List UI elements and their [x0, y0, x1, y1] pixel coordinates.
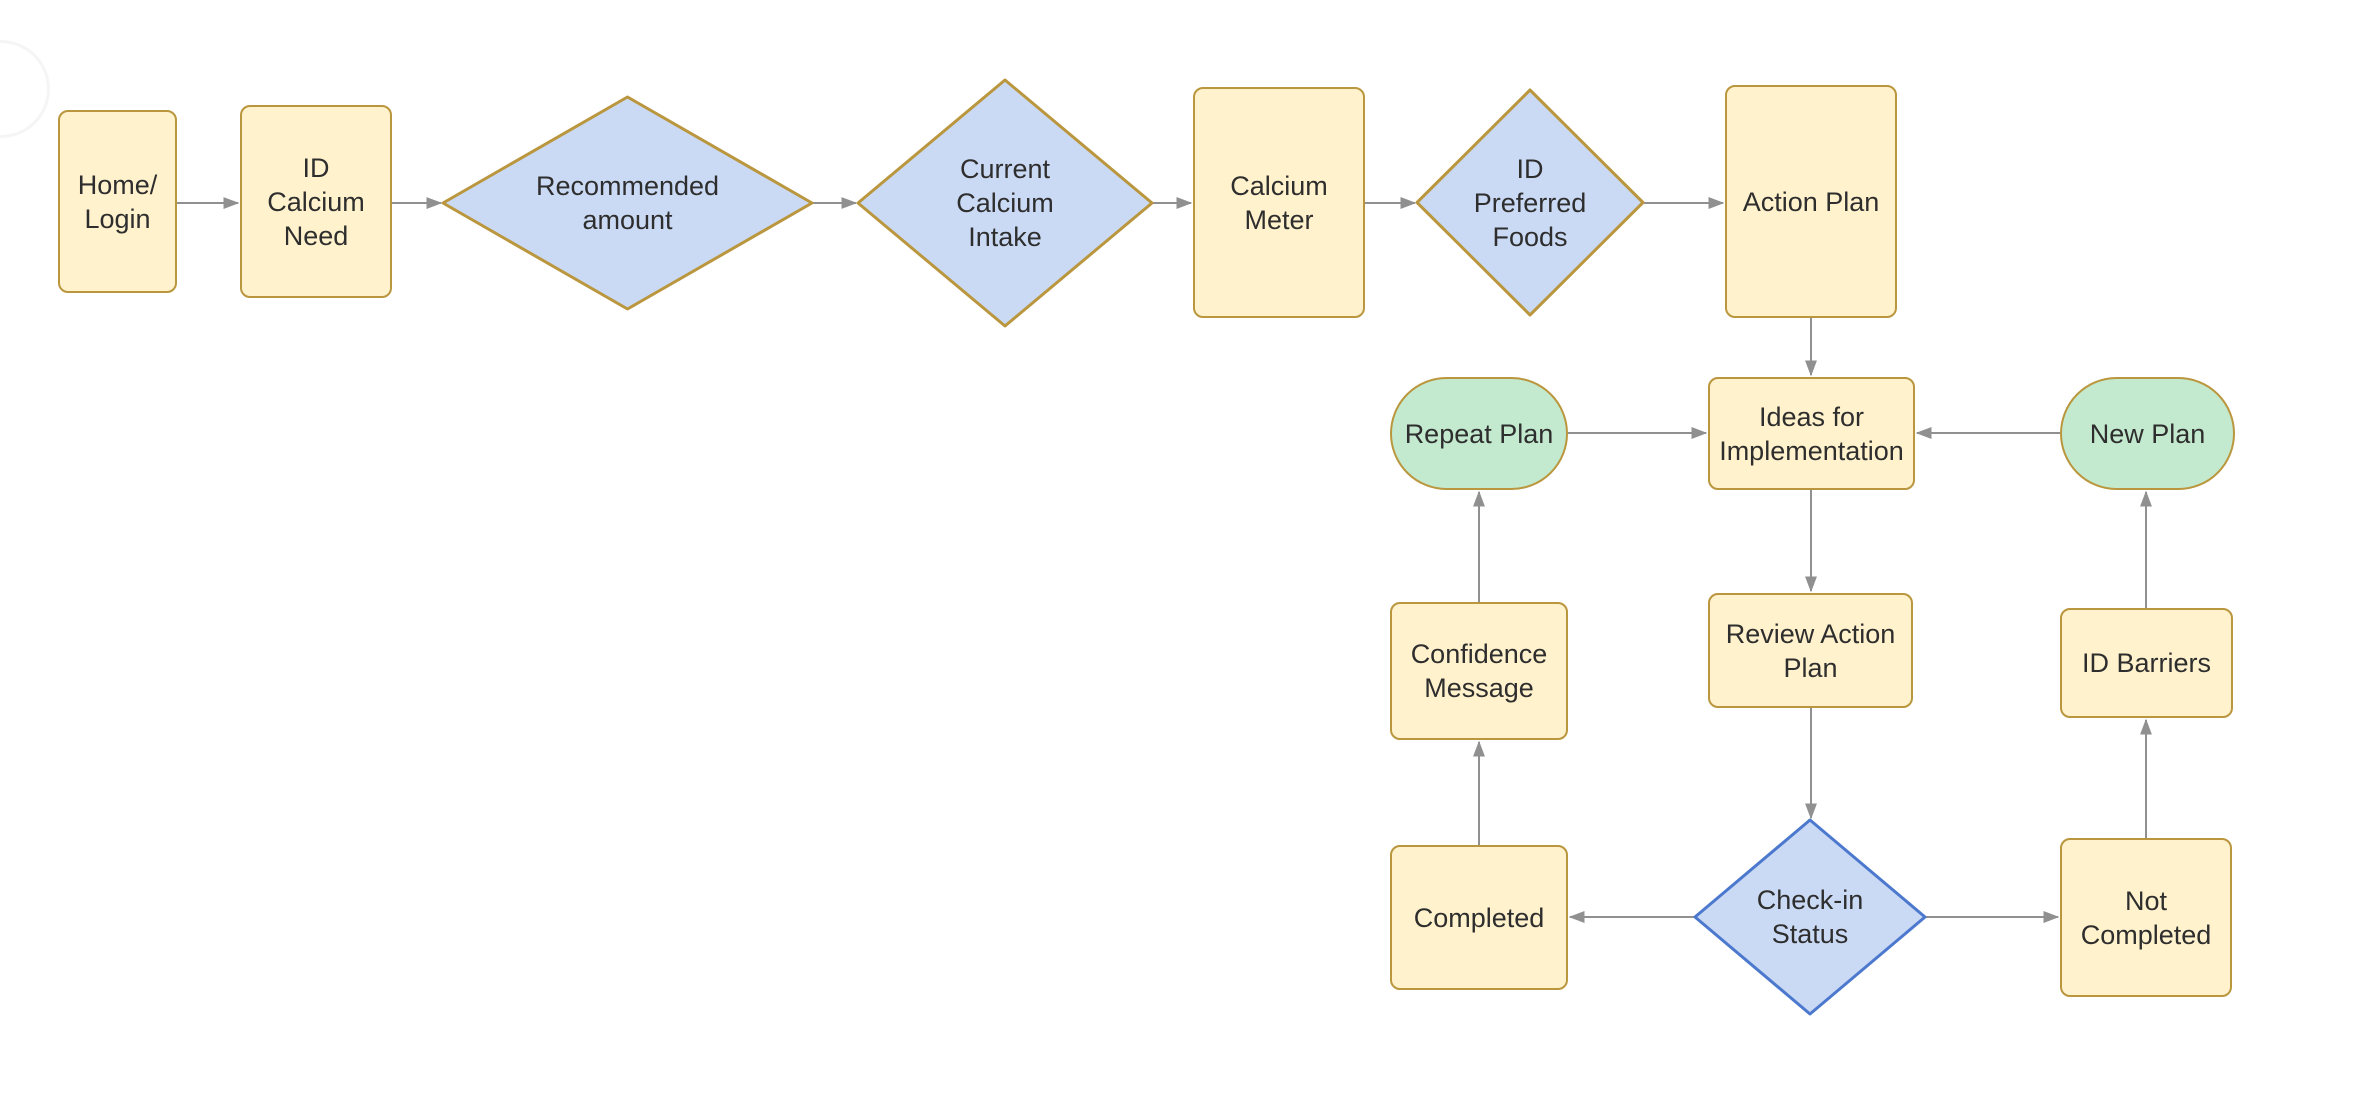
current-calcium-intake-label: Current Calcium Intake — [956, 154, 1054, 252]
repeat-plan[interactable]: Repeat Plan — [1390, 377, 1568, 490]
recommended-amount-shape — [441, 95, 814, 311]
calcium-meter[interactable]: Calcium Meter — [1193, 87, 1365, 318]
check-in-status-label: Check-in Status — [1756, 885, 1864, 949]
completed[interactable]: Completed — [1390, 845, 1568, 990]
home-login-label: Home/ Login — [77, 169, 158, 234]
new-plan[interactable]: New Plan — [2060, 377, 2235, 490]
home-login[interactable]: Home/ Login — [58, 110, 177, 293]
confidence-message[interactable]: Confidence Message — [1390, 602, 1568, 740]
ideas-for-implementation-label: Ideas for Implementation — [1719, 401, 1904, 466]
id-calcium-need[interactable]: ID Calcium Need — [240, 105, 392, 298]
current-calcium-intake-shape — [856, 78, 1154, 328]
not-completed[interactable]: Not Completed — [2060, 838, 2232, 997]
check-in-status[interactable] — [1691, 816, 1929, 1018]
id-barriers[interactable]: ID Barriers — [2060, 608, 2233, 718]
action-plan-label: Action Plan — [1742, 186, 1880, 217]
completed-label: Completed — [1413, 902, 1545, 933]
not-completed-label: Not Completed — [2080, 885, 2212, 950]
ideas-for-implementation[interactable]: Ideas for Implementation — [1708, 377, 1915, 490]
id-preferred-foods[interactable] — [1413, 86, 1647, 319]
id-barriers-label: ID Barriers — [2081, 648, 2211, 678]
id-preferred-foods-label: ID Preferred Foods — [1473, 153, 1587, 252]
id-preferred-foods-shape — [1415, 88, 1645, 317]
current-calcium-intake[interactable] — [854, 76, 1156, 330]
calcium-meter-label: Calcium Meter — [1230, 170, 1328, 235]
review-action-plan-label: Review Action Plan — [1725, 618, 1896, 683]
confidence-message-label: Confidence Message — [1410, 639, 1548, 703]
recommended-amount-label: Recommended amount — [535, 171, 720, 235]
repeat-plan-label: Repeat Plan — [1404, 418, 1554, 449]
recommended-amount[interactable] — [439, 93, 816, 313]
review-action-plan[interactable]: Review Action Plan — [1708, 593, 1913, 708]
id-calcium-need-label: ID Calcium Need — [267, 152, 365, 251]
check-in-status-shape — [1693, 818, 1927, 1016]
action-plan[interactable]: Action Plan — [1725, 85, 1897, 318]
new-plan-label: New Plan — [2089, 418, 2206, 449]
